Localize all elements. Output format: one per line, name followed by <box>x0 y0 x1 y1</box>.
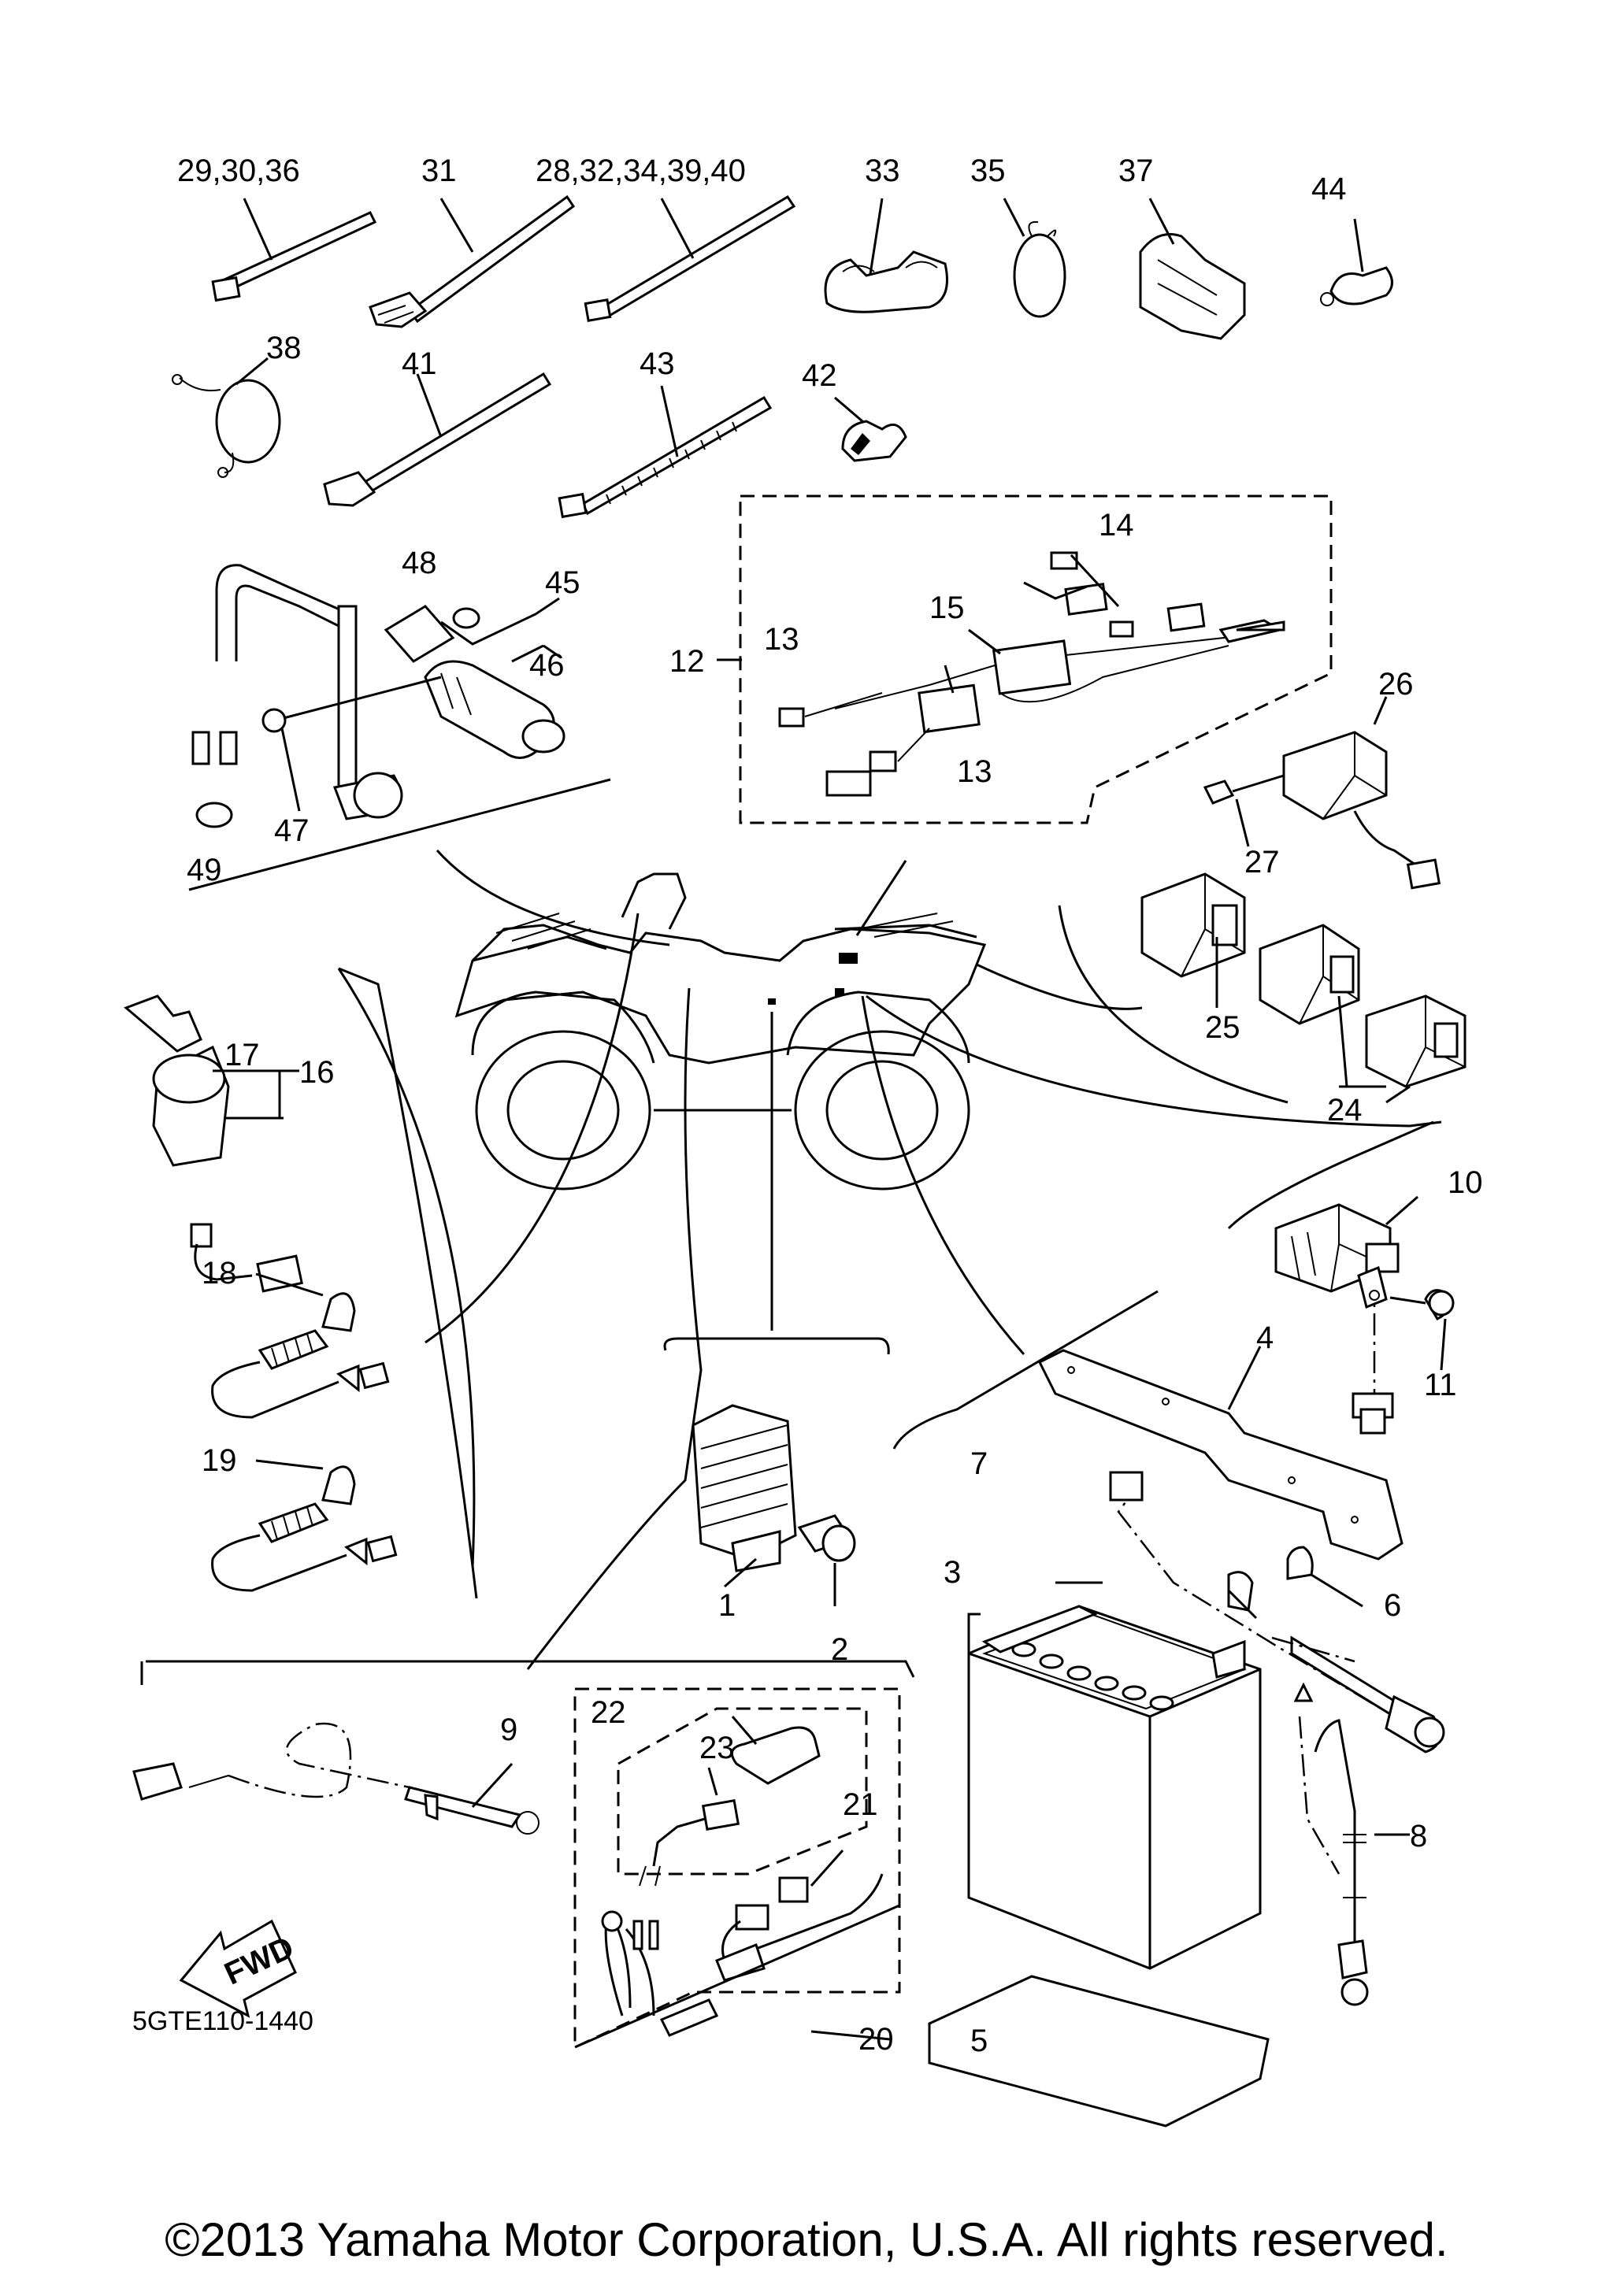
callout-20: 20 <box>858 2022 894 2057</box>
callout-49: 49 <box>187 853 222 887</box>
callout-5: 5 <box>970 2024 988 2058</box>
rubber-6 <box>1286 1546 1363 1608</box>
callout-4: 4 <box>1256 1320 1274 1355</box>
callout-21: 21 <box>843 1787 878 1822</box>
callout-25: 25 <box>1205 1010 1240 1045</box>
callout-9: 9 <box>500 1713 517 1747</box>
callout-47: 47 <box>274 813 310 848</box>
battery-3 <box>967 1605 1262 1970</box>
relay-26 <box>1203 696 1441 890</box>
callout-19: 19 <box>202 1443 237 1478</box>
relay-group-bracket <box>1058 905 1289 1104</box>
choke-switch-46 <box>188 564 611 891</box>
clip-44 <box>1320 218 1393 306</box>
callout-38: 38 <box>266 331 302 365</box>
callout-26: 26 <box>1378 667 1414 702</box>
clip-42 <box>834 396 907 462</box>
callout-16: 16 <box>299 1055 335 1090</box>
diagram-code: 5GTE110-1440 <box>132 2006 313 2036</box>
callout-44: 44 <box>1311 172 1347 206</box>
callout-15: 15 <box>929 591 965 625</box>
callout-48: 48 <box>402 546 437 580</box>
callout-35: 35 <box>970 154 1006 188</box>
plug-cap-19 <box>211 1459 398 1592</box>
fwd-arrow: FWD <box>179 1919 299 2018</box>
relay-25 <box>1140 872 1246 1008</box>
callout-41: 41 <box>402 346 437 381</box>
callout-31: 31 <box>421 154 457 188</box>
callout-13-a: 13 <box>764 622 799 657</box>
cable-tie-clip-41 <box>323 372 552 507</box>
battery-minus-lead-8 <box>1293 1682 1410 2006</box>
callout-24: 24 <box>1327 1093 1363 1128</box>
right-group-bracket <box>1227 1120 1434 1230</box>
callout-22: 22 <box>591 1695 626 1730</box>
rectifier-1 <box>663 1337 890 1606</box>
callout-11: 11 <box>1424 1368 1457 1402</box>
callout-8: 8 <box>1410 1819 1427 1853</box>
sub-wire-harness-20 <box>573 1687 901 2050</box>
callout-7: 7 <box>970 1446 988 1481</box>
cable-tie-29-30-36 <box>211 198 377 302</box>
callout-43: 43 <box>640 346 675 381</box>
band-35 <box>1003 198 1066 318</box>
cable-tie-28-32-34-39-40 <box>584 194 796 323</box>
left-group-bracket <box>338 967 478 1599</box>
callout-28-32-34-39-40: 28,32,34,39,40 <box>536 154 746 188</box>
lead-9 <box>132 1660 915 1835</box>
battery-band-4 <box>1037 1346 1403 1561</box>
cable-tie-clip-31 <box>369 194 576 328</box>
callout-2: 2 <box>831 1632 848 1667</box>
callout-1: 1 <box>718 1588 736 1623</box>
starter-relay-10 <box>1274 1195 1455 1435</box>
callout-10: 10 <box>1448 1165 1483 1200</box>
callout-13-b: 13 <box>957 754 992 789</box>
callout-6: 6 <box>1384 1588 1401 1623</box>
callout-27: 27 <box>1244 845 1280 880</box>
cable-tie-43 <box>558 385 773 519</box>
callout-46: 46 <box>529 648 565 683</box>
callout-23: 23 <box>699 1731 735 1765</box>
copyright-notice: ©2013 Yamaha Motor Corporation, U.S.A. A… <box>165 2213 1448 2266</box>
band-38 <box>172 357 281 478</box>
callout-3: 3 <box>944 1555 961 1590</box>
callout-14: 14 <box>1099 508 1134 543</box>
main-switch-16 <box>124 994 303 1293</box>
relay-24-b <box>1337 994 1467 1104</box>
callout-37: 37 <box>1118 154 1154 188</box>
callout-labels: 29,30,36 31 28,32,34,39,40 33 35 37 44 3… <box>177 154 1483 2058</box>
fuse-box-group-12 <box>717 494 1333 824</box>
callout-12: 12 <box>669 644 705 679</box>
battery-group-bracket <box>892 1290 1159 1450</box>
battery-leads <box>1055 1471 1445 1753</box>
battery-sheet-5 <box>928 1975 1270 2128</box>
clip-33 <box>824 198 948 313</box>
relay-24-a <box>1259 924 1360 1025</box>
callout-33: 33 <box>865 154 900 188</box>
atv-body <box>337 849 1442 1670</box>
callout-18: 18 <box>202 1256 237 1291</box>
callout-45: 45 <box>545 565 580 600</box>
clamp-37 <box>1139 198 1246 340</box>
plug-cap-18 <box>211 1272 390 1419</box>
callout-42: 42 <box>802 358 837 393</box>
callout-17: 17 <box>224 1038 260 1072</box>
callout-29-30-36: 29,30,36 <box>177 154 300 188</box>
